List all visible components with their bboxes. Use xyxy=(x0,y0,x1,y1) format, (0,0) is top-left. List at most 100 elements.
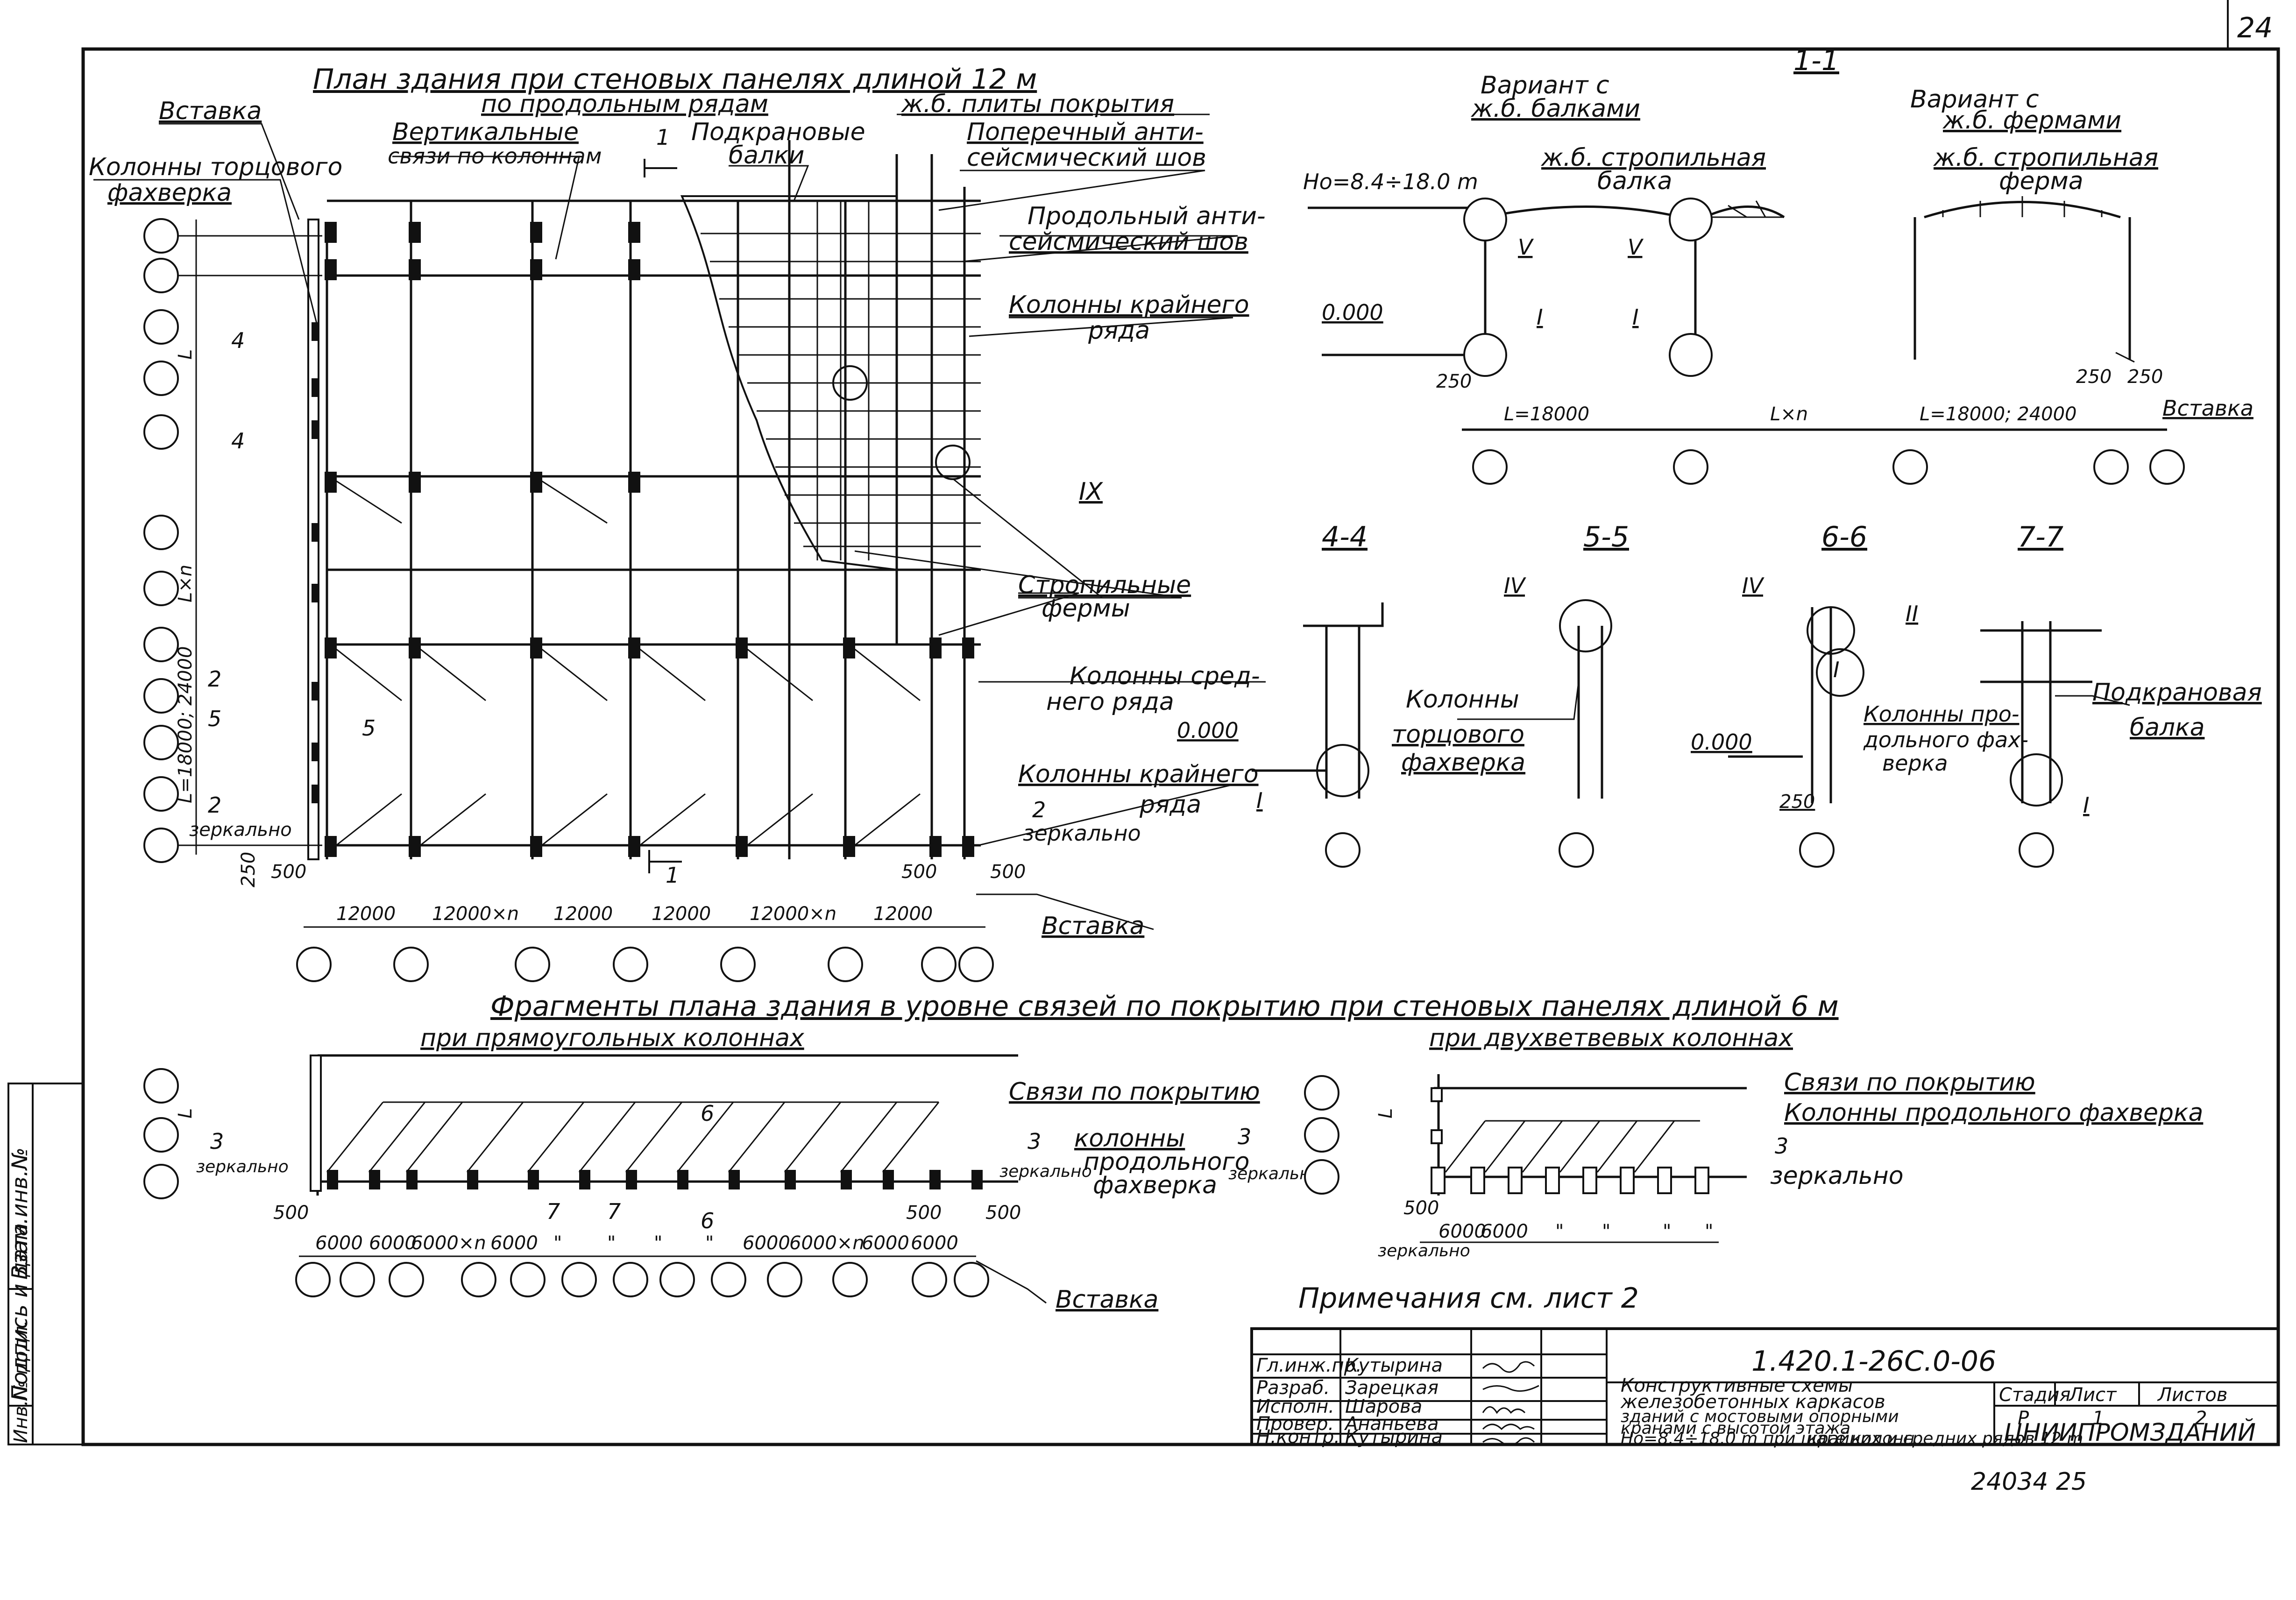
frag-vstavka: Вставка xyxy=(1056,1286,1158,1314)
frag-roof-ties: Связи по покрытию xyxy=(1009,1078,1260,1106)
plan-label-outer-columns-b1: Колонны крайнего xyxy=(1018,760,1259,788)
frag-dim-500b: 500 xyxy=(906,1202,942,1224)
stamp-inv: Инв.№ подл. xyxy=(10,1320,32,1443)
tb-sheet-hdr: Лист xyxy=(2068,1384,2117,1406)
sec55-label-2: торцового xyxy=(1392,721,1524,749)
frag-mirror-b: зеркально xyxy=(999,1162,1092,1181)
plan-label-outer-columns-1: Колонны крайнего xyxy=(1009,291,1249,319)
plan-span-6: 12000 xyxy=(873,903,933,925)
tb-sheets-hdr: Листов xyxy=(2157,1384,2227,1406)
plan-sec-mark-2c: 2 xyxy=(1032,797,1046,822)
plan-label-vertical-ties-1: Вертикальные xyxy=(392,118,579,146)
plan-dim-250: 250 xyxy=(238,852,259,887)
plan-dim-500a: 500 xyxy=(271,861,306,883)
side-stamp: Взам.инв.№ Подпись и дата Инв.№ подл. xyxy=(7,1083,84,1445)
sec66-label-3: верка xyxy=(1882,750,1948,776)
drawing-frame xyxy=(81,47,2280,1446)
plan-span-2: 12000×n xyxy=(432,903,519,925)
tb-desc-1: Конструктивные схемы xyxy=(1621,1375,1853,1396)
plan-label-vstavka: Вставка xyxy=(159,97,262,125)
tb-name-2: Зарецкая xyxy=(1345,1377,1439,1399)
plan-mark-ix: IX xyxy=(1079,478,1103,506)
title-block: 1.420.1-26С.0-06 Гл.инж.пр. Разраб. Испо… xyxy=(1250,1327,2280,1448)
tb-desc-3: зданий с мостовыми опорными xyxy=(1621,1407,1899,1426)
tb-desc-2: железобетонных каркасов xyxy=(1620,1391,1885,1413)
frag-right-span-2: 6000 xyxy=(1481,1221,1528,1242)
frag-left-span-9: 6000 xyxy=(743,1232,790,1254)
plan-dim-500c: 500 xyxy=(990,861,1026,883)
plan-span-1: 12000 xyxy=(336,903,396,925)
plan-sec-mark-5b: 5 xyxy=(362,715,376,741)
plan-span-5: 12000×n xyxy=(750,903,836,925)
frag-mark-6a: 6 xyxy=(701,1101,714,1126)
sec55-label-1: Колонны xyxy=(1406,686,1519,714)
sec11-vstavka: Вставка xyxy=(2162,396,2253,421)
plan-dim-lspan: L=18000; 24000 xyxy=(175,646,196,803)
sec44-title: 4-4 xyxy=(1322,521,1368,553)
plan-label-crane-beams-1: Подкрановые xyxy=(691,118,865,146)
plan-label-vstavka-bottom: Вставка xyxy=(1042,912,1144,940)
tb-sheets: 2 xyxy=(2195,1408,2207,1429)
plan-label-vertical-ties-2: связи по колоннам xyxy=(388,143,602,169)
frag-right-span-5: " xyxy=(1663,1221,1671,1242)
bottom-number: 24034 25 xyxy=(1971,1468,2087,1496)
section-4-4: 4-4 0.000 I xyxy=(1177,521,1384,868)
tb-role-5: Н.контр. xyxy=(1256,1426,1340,1448)
plan-label-middle-columns-2: него ряда xyxy=(1046,688,1174,716)
frag-right-span-1: 6000 xyxy=(1439,1221,1486,1242)
plan-dim-l: L xyxy=(175,349,196,360)
sec11-mark-v2: V xyxy=(1628,234,1644,260)
frag-left-span-7: " xyxy=(654,1232,662,1254)
sec66-mark-ii: II xyxy=(1906,601,1918,626)
sec44-mark-i: I xyxy=(1256,788,1263,813)
plan-label-transverse-joint-1: Поперечный анти- xyxy=(967,118,1204,146)
tb-role-4: Провер. xyxy=(1256,1413,1334,1435)
plan-label-crane-beams-2: балки xyxy=(729,142,804,170)
sec11-dim-250a: 250 xyxy=(1436,371,1472,392)
sec11-truss-2: ферма xyxy=(1999,167,2083,195)
section-7-7: 7-7 Подкрановая балка I xyxy=(1980,521,2262,868)
frag-mark-6b: 6 xyxy=(701,1208,714,1233)
frag-left-span-2: 6000 xyxy=(369,1232,417,1254)
frag-long-columns-3: фахверка xyxy=(1093,1171,1217,1199)
plan-label-end-columns-1: Колонны торцового xyxy=(89,153,342,181)
tb-desc-6: крайних и средних рядов 12 m xyxy=(1807,1429,2083,1448)
fragments: Фрагменты плана здания в уровне связей п… xyxy=(143,990,2203,1314)
frag-title: Фрагменты плана здания в уровне связей п… xyxy=(490,990,1839,1023)
sec77-label-1: Подкрановая xyxy=(2092,679,2262,707)
roof-slabs xyxy=(680,195,981,571)
sec11-variant-b-2: ж.б. фермами xyxy=(1942,106,2121,135)
frag-dim-l2: L xyxy=(1375,1108,1396,1119)
plan-label-middle-columns-1: Колонны сред- xyxy=(1070,662,1260,690)
plan-label-end-columns-2: фахверка xyxy=(107,179,232,207)
frag-mark-7a: 7 xyxy=(546,1199,560,1224)
sec11-zero: 0.000 xyxy=(1322,300,1383,325)
frag-left-span-12: 6000 xyxy=(911,1232,958,1254)
sec66-zero: 0.000 xyxy=(1691,729,1752,755)
sec55-mark-iv: IV xyxy=(1504,573,1527,598)
sec55-label-3: фахверка xyxy=(1401,749,1525,777)
sec55-title: 5-5 xyxy=(1583,521,1629,553)
sec11-mark-i1: I xyxy=(1537,304,1543,330)
corner-number: 24 xyxy=(2237,12,2273,44)
frag-left-span-8: " xyxy=(705,1232,714,1254)
frag-dim-500d: 500 xyxy=(1403,1197,1439,1219)
frag-right-span-4: " xyxy=(1602,1221,1610,1242)
frag-right-span-3: " xyxy=(1555,1221,1564,1242)
section-5-5: 5-5 IV Колонны торцового фахверка xyxy=(1392,521,1629,868)
frag-right-mirror: зеркально xyxy=(1770,1162,1904,1190)
frag-long-columns-1: колонны xyxy=(1074,1125,1185,1153)
frag-dim-500a: 500 xyxy=(273,1202,309,1224)
plan-sec-mark-4b: 4 xyxy=(231,428,245,453)
plan-sec-mark-2a: 2 xyxy=(208,666,221,692)
sec11-variant-b-1: Вариант с xyxy=(1910,85,2039,113)
frag-left-span-11: 6000 xyxy=(862,1232,909,1254)
frag-mark-7b: 7 xyxy=(607,1199,621,1224)
frag-left-subtitle: при прямоугольных колоннах xyxy=(420,1024,805,1052)
plan-axis-bubbles-bottom xyxy=(296,947,994,982)
plan-label-mirror-left: зеркально xyxy=(189,819,292,841)
frag-left-span-10: 6000×n xyxy=(789,1232,865,1254)
frag-dim-500c: 500 xyxy=(985,1202,1021,1224)
frag-mirror-d: зеркально xyxy=(1378,1241,1470,1260)
plan-title-1: План здания при стеновых панелях длиной … xyxy=(313,63,1037,96)
